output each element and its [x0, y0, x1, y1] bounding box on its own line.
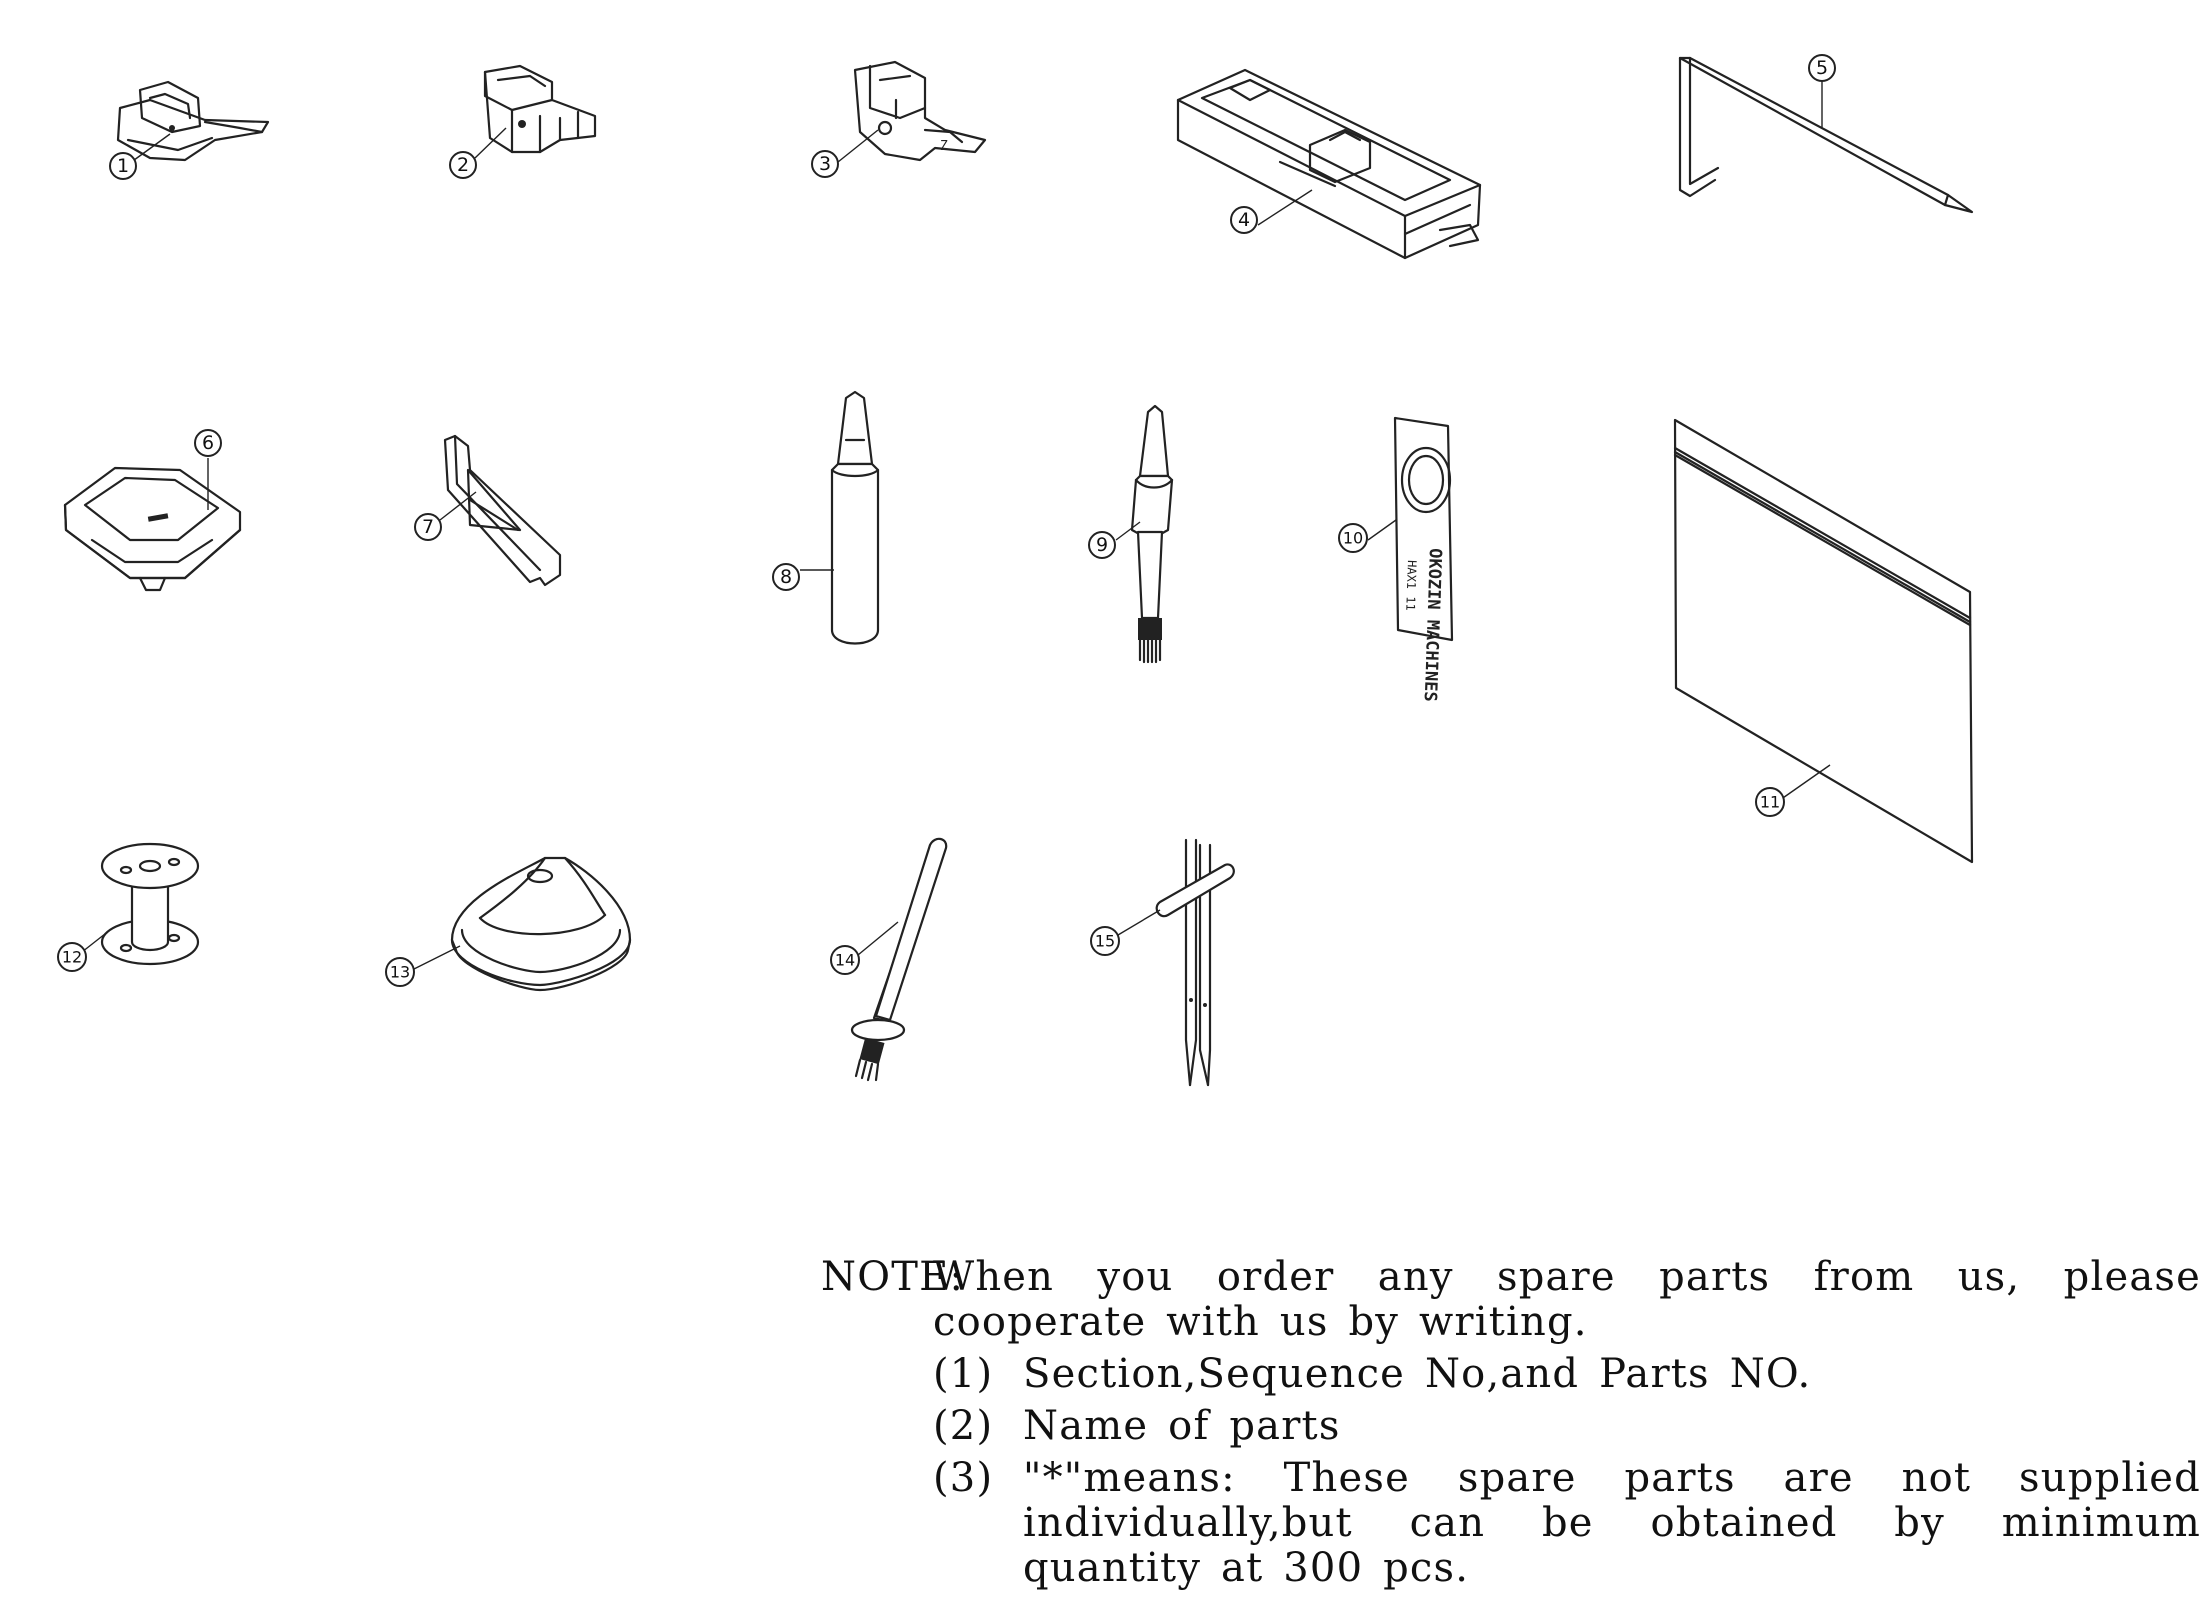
- note-item-number: (1): [933, 1351, 994, 1397]
- ordering-note: NOTE: When you order any spare parts fro…: [821, 1255, 2201, 1591]
- callout-1: 1: [109, 152, 137, 180]
- part-5-seam-guide: [1678, 56, 1974, 214]
- svg-text:2: 2: [457, 154, 469, 176]
- note-label: NOTE:: [821, 1254, 965, 1300]
- callout-7: 7: [414, 513, 442, 541]
- note-item-number: (3): [933, 1455, 994, 1501]
- svg-text:5: 5: [1816, 57, 1828, 79]
- part-6-foot-plate: [63, 458, 242, 592]
- callout-14: 14: [830, 945, 860, 975]
- callout-15: 15: [1090, 926, 1120, 956]
- part-11-accessory-bag: [1673, 418, 1974, 864]
- note-item: (3) "*"means: These spare parts are not …: [933, 1456, 2201, 1591]
- callout-2: 2: [449, 151, 477, 179]
- callout-9: 9: [1088, 531, 1116, 559]
- note-item-text: "*"means: These spare parts are not supp…: [1023, 1455, 2201, 1591]
- svg-text:4: 4: [1238, 209, 1250, 231]
- callout-5: 5: [1808, 54, 1836, 82]
- svg-text:14: 14: [835, 951, 855, 970]
- note-item-text: Name of parts: [1023, 1403, 1341, 1449]
- callout-11: 11: [1755, 787, 1785, 817]
- svg-text:15: 15: [1095, 932, 1115, 951]
- part-3-presser-foot: Z: [837, 60, 987, 163]
- part-14-seam-ripper: [850, 837, 948, 1082]
- svg-text:9: 9: [1096, 534, 1108, 556]
- package-code-text: HAX1 11: [1403, 560, 1419, 611]
- svg-text:Z: Z: [940, 139, 948, 154]
- part-1-presser-foot: [116, 80, 270, 164]
- svg-text:10: 10: [1343, 529, 1363, 548]
- part-13-spool-cap: [411, 856, 632, 992]
- svg-text:3: 3: [819, 153, 831, 175]
- callout-13: 13: [385, 957, 415, 987]
- svg-text:7: 7: [422, 516, 434, 538]
- note-intro-text: When you order any spare parts from us, …: [933, 1254, 2201, 1345]
- callout-6: 6: [194, 429, 222, 457]
- svg-text:12: 12: [62, 948, 82, 967]
- callout-8: 8: [772, 563, 800, 591]
- part-10-needle-package: OKOZIN MACHINES HAX1 11: [1367, 416, 1454, 702]
- callout-4: 4: [1230, 206, 1258, 234]
- part-4-buttonhole-foot: [1176, 68, 1482, 260]
- part-2-zipper-foot: [474, 64, 597, 159]
- part-12-bobbin: [81, 842, 200, 966]
- callout-12: 12: [57, 942, 87, 972]
- note-item-text: Section,Sequence No,and Parts NO.: [1023, 1351, 1812, 1397]
- svg-text:11: 11: [1760, 793, 1780, 812]
- callout-10: 10: [1338, 523, 1368, 553]
- callout-3: 3: [811, 150, 839, 178]
- svg-text:8: 8: [780, 566, 792, 588]
- svg-text:13: 13: [390, 963, 410, 982]
- note-item: (2) Name of parts: [933, 1404, 2201, 1449]
- part-7-quilting-guide: [439, 434, 562, 587]
- svg-text:1: 1: [117, 155, 129, 177]
- note-item: (1) Section,Sequence No,and Parts NO.: [933, 1352, 2201, 1397]
- note-item-number: (2): [933, 1403, 994, 1449]
- part-9-lint-brush: [1115, 404, 1174, 664]
- svg-text:6: 6: [202, 432, 214, 454]
- part-15-twin-needle: [1117, 838, 1235, 1087]
- part-8-screwdriver: [800, 390, 880, 645]
